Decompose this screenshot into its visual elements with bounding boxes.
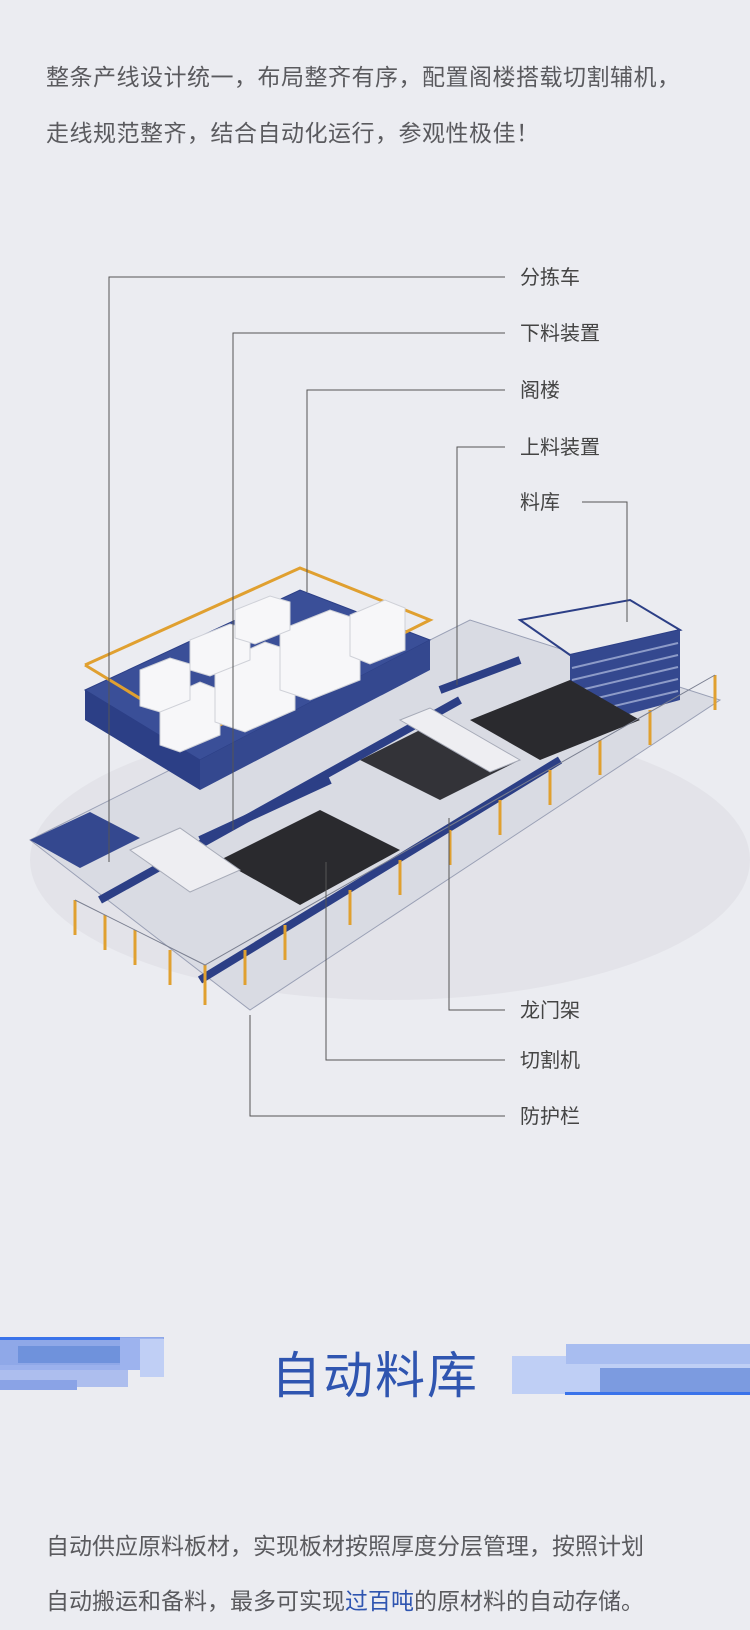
desc-line-2: 自动搬运和备料，最多可实现过百吨的原材料的自动存储。 bbox=[46, 1575, 726, 1630]
desc-line-2-a: 自动搬运和备料，最多可实现 bbox=[46, 1589, 345, 1615]
label-gantry: 龙门架 bbox=[520, 998, 580, 1022]
label-unloading: 下料装置 bbox=[520, 321, 600, 345]
desc-line-2-b: 的原材料的自动存储。 bbox=[414, 1589, 644, 1615]
label-cutter: 切割机 bbox=[520, 1048, 580, 1072]
desc-highlight: 过百吨 bbox=[345, 1589, 414, 1615]
label-loft: 阁楼 bbox=[520, 378, 560, 402]
intro-text: 整条产线设计统一，布局整齐有序，配置阁楼搭载切割辅机， 走线规范整齐，结合自动化… bbox=[46, 50, 726, 162]
intro-line-2: 走线规范整齐，结合自动化运行，参观性极佳！ bbox=[46, 121, 540, 147]
label-loading: 上料装置 bbox=[520, 435, 600, 459]
intro-line-1: 整条产线设计统一，布局整齐有序，配置阁楼搭载切割辅机， bbox=[46, 65, 681, 91]
section-description: 自动供应原料板材，实现板材按照厚度分层管理，按照计划 自动搬运和备料，最多可实现… bbox=[46, 1520, 726, 1630]
label-sorting-cart: 分拣车 bbox=[520, 265, 580, 289]
label-storage: 料库 bbox=[520, 490, 560, 514]
production-line-illustration bbox=[29, 276, 722, 1117]
section-title: 自动料库 bbox=[271, 1347, 479, 1405]
label-fence: 防护栏 bbox=[520, 1104, 580, 1128]
desc-line-1: 自动供应原料板材，实现板材按照厚度分层管理，按照计划 bbox=[46, 1534, 644, 1560]
